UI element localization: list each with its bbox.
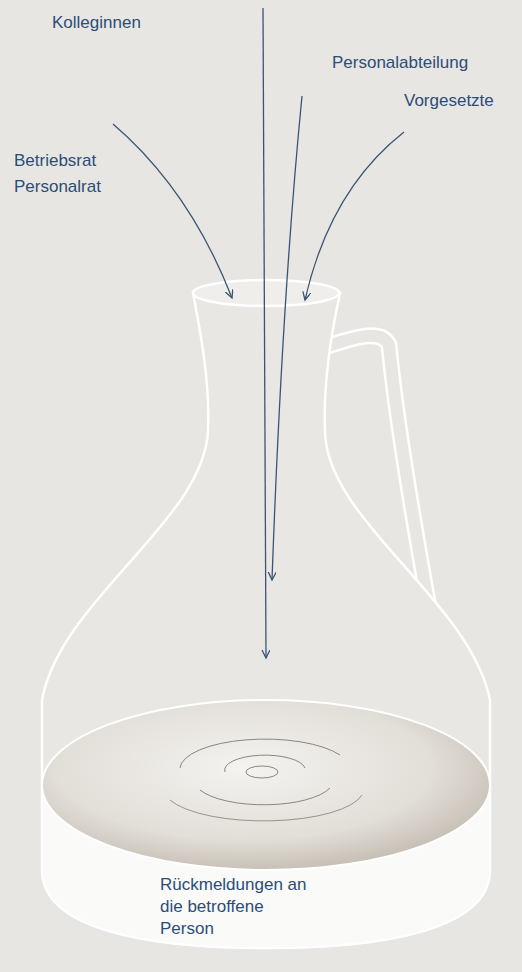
jug-text: Rückmeldungen an die betroffene Person [160, 874, 310, 940]
source-label: Betriebsrat Personalrat [14, 148, 124, 200]
source-label: Vorgesetzte [404, 88, 494, 114]
source-label: Kolleginnen [52, 10, 141, 36]
source-label: Personalabteilung [332, 50, 468, 76]
